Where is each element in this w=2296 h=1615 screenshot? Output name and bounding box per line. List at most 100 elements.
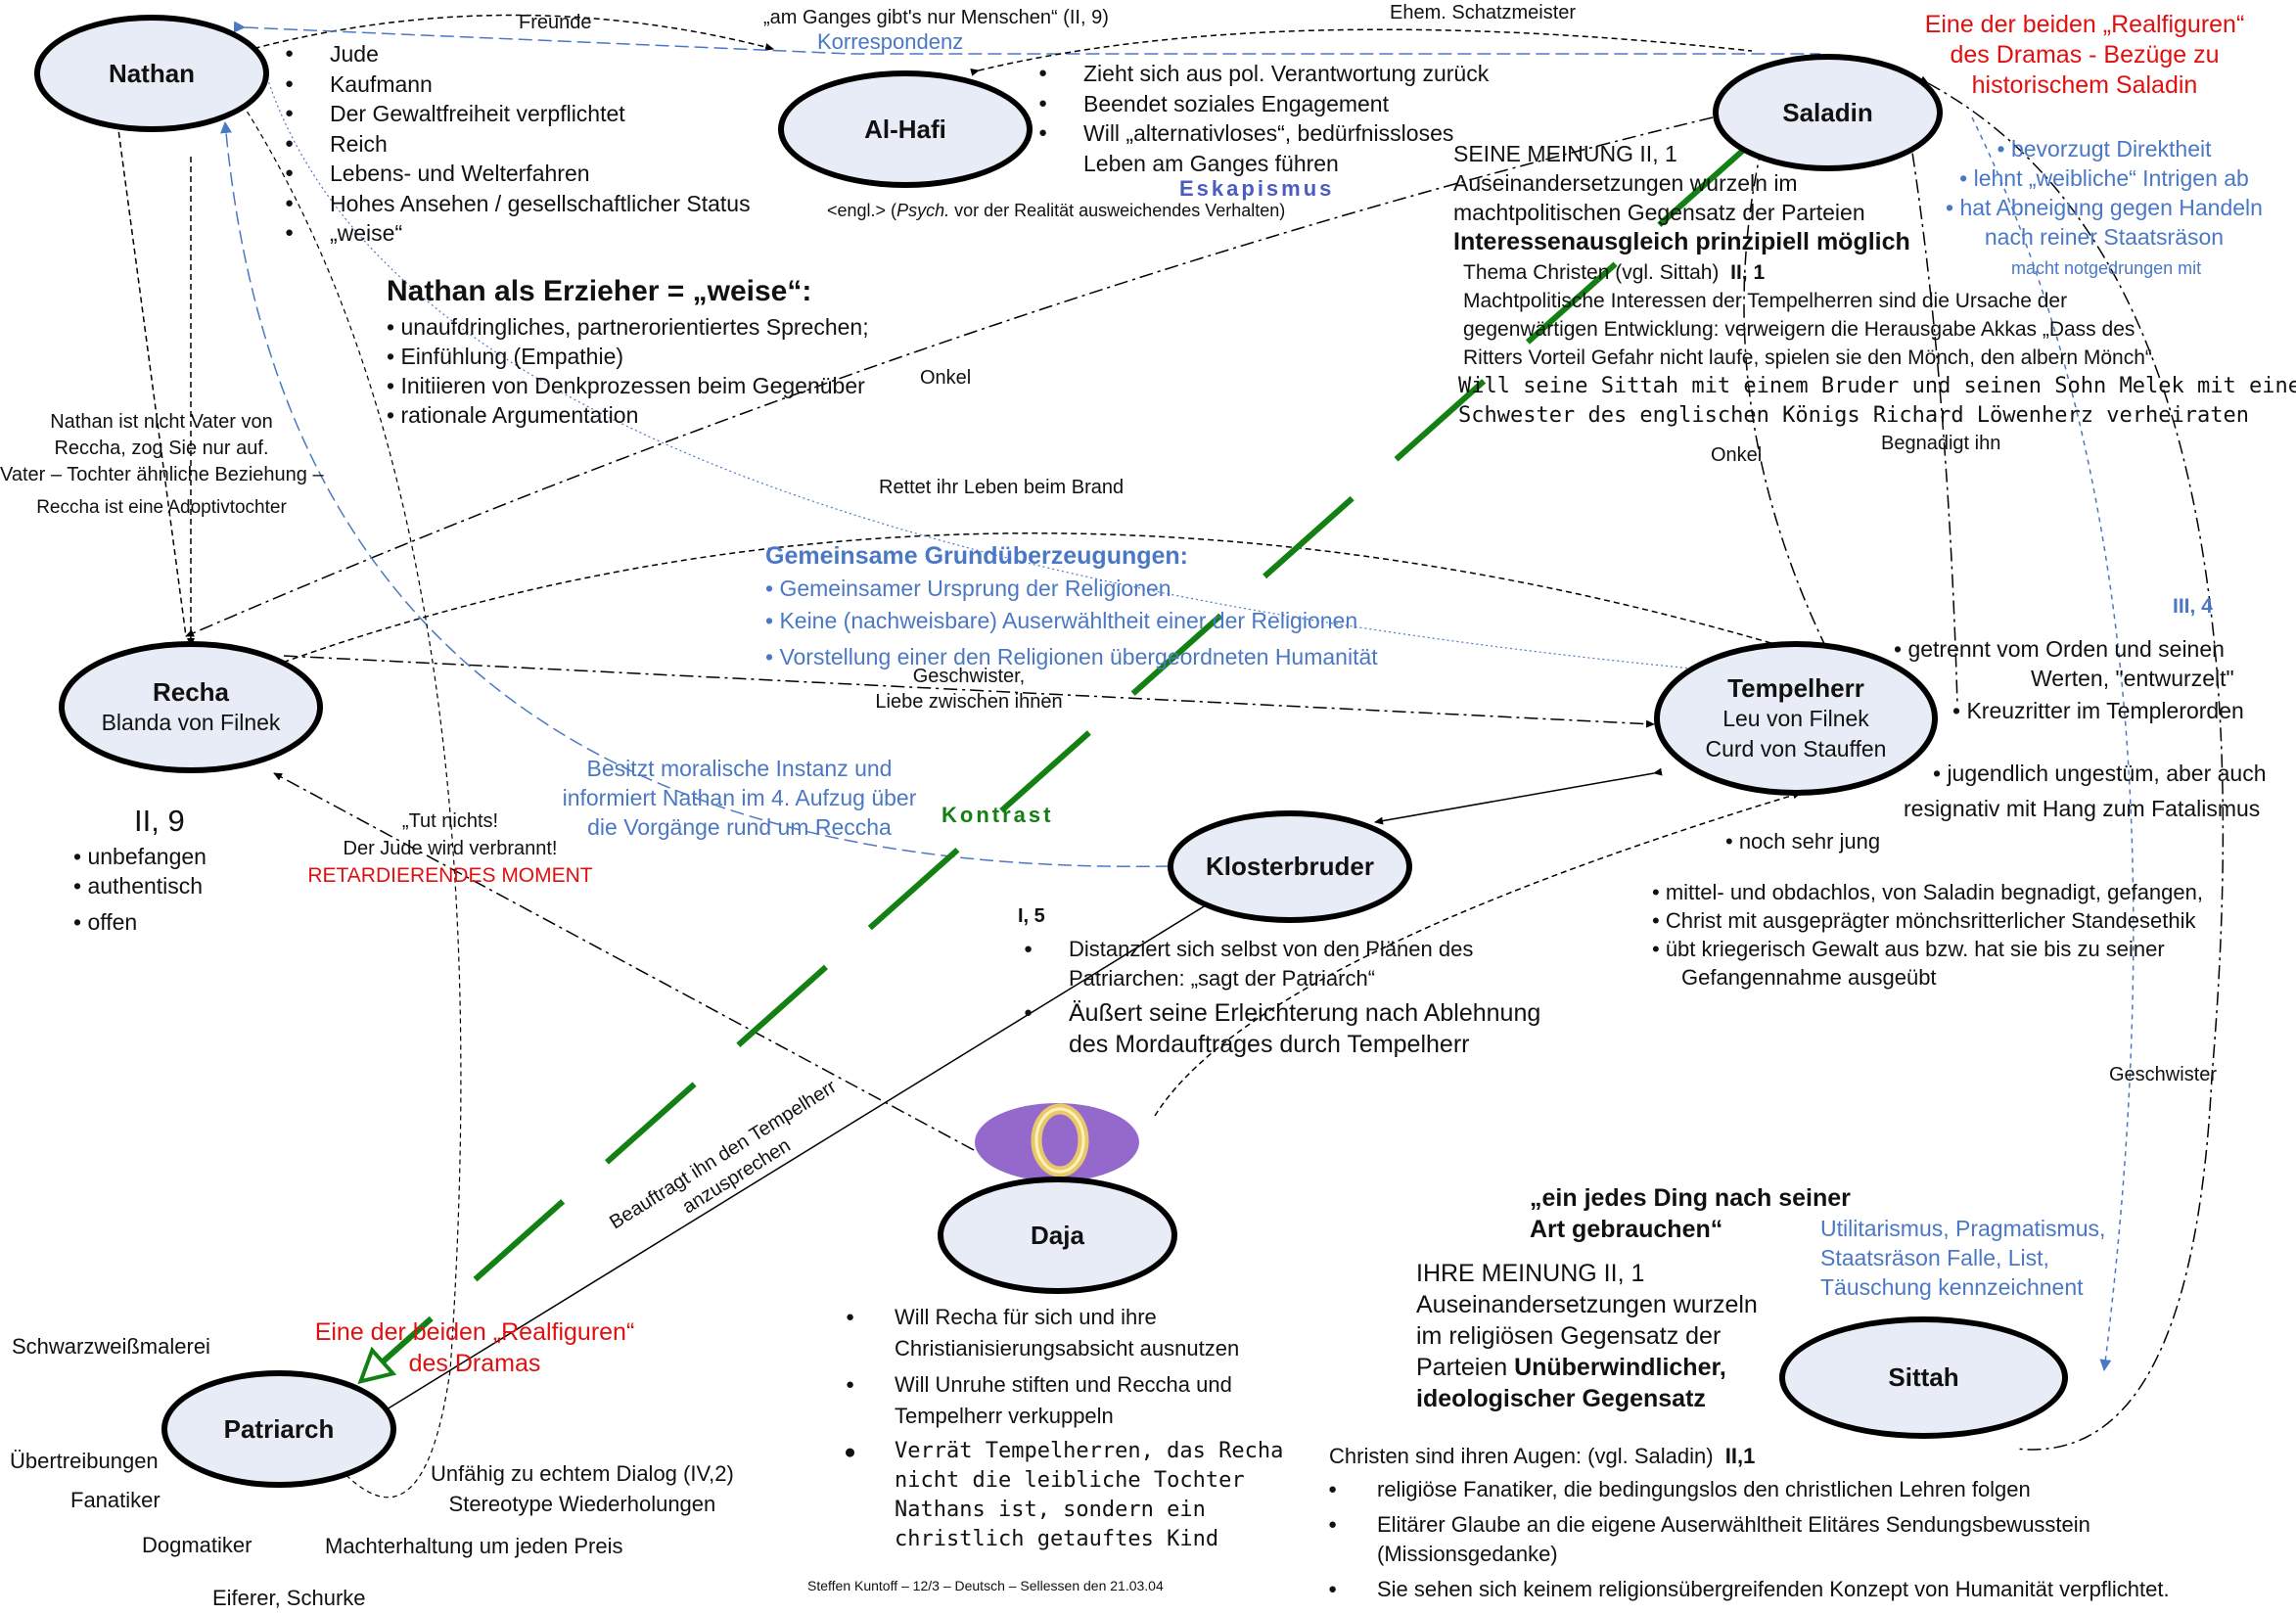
nathan-trait: Lebens- und Welterfahren [279, 159, 751, 189]
edge-nathan-alhafi [236, 14, 774, 57]
node-tempelherr-sub1: Leu von Filnek [1722, 705, 1869, 731]
recha-trait: • offen [73, 909, 138, 935]
alhafi-definition: <engl.> (Psych. vor der Realität ausweic… [827, 199, 1285, 222]
daja-trait: Verrät Tempelherren, das Recha nicht die… [844, 1437, 1283, 1554]
patriarch-quote-line: Der Jude wird verbrannt! [343, 838, 558, 859]
tempel-trait: Werten, "entwurzelt" [2031, 666, 2234, 691]
nathan-trait: „weise“ [279, 218, 751, 249]
node-tempelherr[interactable]: Tempelherr Leu von Filnek Curd von Stauf… [1654, 641, 1938, 796]
sittah-opinion-l3b: Unüberwindlicher, [1514, 1354, 1726, 1381]
label-rettet: Rettet ihr Leben beim Brand [879, 477, 1125, 498]
label-geschwister: Geschwister, Liebe zwischen ihnen [851, 664, 1086, 715]
node-nathan-name: Nathan [108, 58, 196, 88]
label-begnadigt: Begnadigt ihn [1881, 433, 2001, 454]
alhafi-trait: Will „alternativloses“, bedürfnissloses … [1033, 118, 1514, 178]
nathan-recha-note-line: Vater – Tochter ähnliche Beziehung – [0, 464, 324, 485]
saladin-trait: • hat Abneigung gegen Handeln [1946, 195, 2263, 220]
kloster-trait: Distanziert sich selbst von den Plänen d… [1018, 935, 1540, 993]
nathan-recha-note-line: Reccha, zog Sie nur auf. [54, 438, 269, 459]
alhafi-def-pre: <engl.> ( [827, 201, 897, 220]
nathan-trait: Kaufmann [279, 69, 751, 100]
node-sittah[interactable]: Sittah [1779, 1316, 2068, 1439]
label-korrespondenz: Korrespondenz [817, 29, 964, 54]
saladin-marriage: Will seine Sittah mit einem Bruder und s… [1458, 372, 2296, 431]
label-schatzmeister: Ehem. Schatzmeister [1390, 2, 1577, 23]
alhafi-trait: Zieht sich aus pol. Verantwortung zurück [1033, 59, 1514, 89]
saladin-thema-ref: II, 1 [1730, 261, 1766, 284]
saladin-realfigur-line: historischem Saladin [1971, 71, 2198, 99]
node-nathan[interactable]: Nathan [34, 15, 269, 132]
ring-icon [975, 1103, 1139, 1181]
kloster-trait-line: Äußert seine Erleichterung nach Ablehnun… [1069, 999, 1541, 1027]
edge-tempel-kloster [1374, 767, 1663, 825]
sittah-opinion-line: IHRE MEINUNG II, 1 [1416, 1260, 1645, 1287]
saladin-thema-text: Thema Christen (vgl. Sittah) [1463, 261, 1720, 284]
saladin-opinion-line: machtpolitischen Gegensatz der Parteien [1453, 200, 1865, 225]
nathan-recha-note-line: Reccha ist eine Adoptivtochter [36, 497, 287, 518]
christen-head-ref: II,1 [1724, 1444, 1756, 1468]
sittah-util-line: Staatsräson Falle, List, [1820, 1245, 2049, 1270]
saladin-trait: • lehnt „weibliche“ Intrigen ab [1959, 165, 2249, 191]
node-klosterbruder-name: Klosterbruder [1206, 852, 1374, 881]
saladin-realfigur-line: des Dramas - Bezüge zu [1950, 41, 2220, 69]
sittah-opinion-line: ideologischer Gegensatz [1416, 1385, 1706, 1412]
saladin-traits: • bevorzugt Direktheit • lehnt „weiblich… [1918, 134, 2290, 252]
tempel-trait: • Kreuzritter im Templerorden [1952, 698, 2244, 723]
recha-trait: • unbefangen [73, 844, 207, 869]
node-sittah-name: Sittah [1888, 1362, 1959, 1392]
retardierendes-moment: RETARDIERENDES MOMENT [307, 864, 593, 887]
node-saladin[interactable]: Saladin [1713, 54, 1943, 171]
label-ganges-quote: „am Ganges gibt's nur Menschen“ (II, 9) [763, 7, 1109, 28]
node-recha-name: Recha [152, 676, 230, 707]
grund-item: • Keine (nachweisbare) Auserwähltheit ei… [765, 608, 1358, 633]
node-daja[interactable]: Daja [938, 1177, 1177, 1294]
erzieher-item: • Einfühlung (Empathie) [387, 344, 624, 369]
patriarch-fanatiker: Fanatiker [70, 1488, 161, 1512]
sittah-util-line: Täuschung kennzeichnent [1820, 1274, 2084, 1300]
daja-trait-line: Nathans ist, sondern ein [895, 1498, 1206, 1522]
edge-korrespondenz [233, 21, 1820, 55]
daja-trait-line: nicht die leibliche Tochter [895, 1468, 1245, 1493]
patriarch-macht: Machterhaltung um jeden Preis [325, 1534, 623, 1558]
saladin-opinion-line: Auseinandersetzungen wurzeln im [1453, 170, 1798, 196]
node-patriarch[interactable]: Patriarch [161, 1370, 396, 1488]
nathan-traits: Jude Kaufmann Der Gewaltfreiheit verpfli… [279, 39, 751, 249]
christen-item-line: Sie sehen sich keinem religionsübergreif… [1377, 1577, 2170, 1601]
kloster-trait-line: des Mordauftrages durch Tempelherr [1069, 1031, 1470, 1058]
erzieher-title: Nathan als Erzieher = „weise“: [387, 275, 812, 307]
recha-traits: II, 9 • unbefangen • authentisch • offen [73, 801, 207, 937]
grund-title: Gemeinsame Grundüberzeugungen: [765, 542, 1189, 570]
daja-trait-line: christlich getauftes Kind [895, 1527, 1219, 1551]
daja-trait: Will Unruhe stiften und Reccha und Tempe… [844, 1369, 1283, 1432]
saladin-marriage-line: Schwester des englischen Königs Richard … [1458, 403, 2249, 428]
alhafi-trait-text: Will „alternativloses“, bedürfnissloses … [1083, 120, 1454, 176]
node-recha-sub: Blanda von Filnek [101, 709, 281, 735]
christen-item-line: Elitärer Glaube an die eigene Auserwählt… [1377, 1512, 2090, 1537]
saladin-opinion-head: SEINE MEINUNG II, 1 [1453, 141, 1677, 166]
label-onkel-1: Onkel [920, 367, 972, 389]
node-klosterbruder[interactable]: Klosterbruder [1168, 810, 1412, 923]
sittah-opinion: IHRE MEINUNG II, 1 Auseinandersetzungen … [1416, 1258, 1758, 1414]
patriarch-quote-line: „Tut nichts! [401, 810, 499, 832]
recha-trait: • authentisch [73, 873, 204, 899]
saladin-trait: nach reiner Staatsräson [1984, 224, 2225, 250]
christen-list: religiöse Fanatiker, die bedingungslos d… [1326, 1475, 2170, 1604]
kloster-trait-line: Distanziert sich selbst von den Plänen d… [1069, 937, 1474, 961]
nathan-trait: Reich [279, 129, 751, 160]
alhafi-def-em: Psych. [896, 201, 950, 220]
daja-trait-line: Will Recha für sich und ihre [895, 1305, 1157, 1329]
daja-trait-line: Tempelherr verkuppeln [895, 1404, 1114, 1428]
node-alhafi[interactable]: Al-Hafi [778, 70, 1033, 188]
alhafi-traits: Zieht sich aus pol. Verantwortung zurück… [1033, 59, 1514, 178]
label-kontrast: Kontrast [941, 803, 1054, 827]
sittah-quote: „ein jedes Ding nach seiner Art gebrauch… [1530, 1182, 1851, 1245]
label-iii4: III, 4 [2173, 595, 2213, 618]
saladin-thema-body: Ritters Vorteil Gefahr nicht laufe, spie… [1463, 346, 2152, 369]
node-recha[interactable]: Recha Blanda von Filnek [59, 641, 323, 773]
sittah-opinion-line: Parteien Unüberwindlicher, [1416, 1352, 1758, 1383]
grund-item: • Gemeinsamer Ursprung der Religionen [765, 576, 1171, 601]
tempel-trait2: • Christ mit ausgeprägter mönchsritterli… [1652, 908, 2196, 933]
nathan-trait: Jude [279, 39, 751, 69]
tempel-trait: resignativ mit Hang zum Fatalismus [1904, 796, 2261, 821]
